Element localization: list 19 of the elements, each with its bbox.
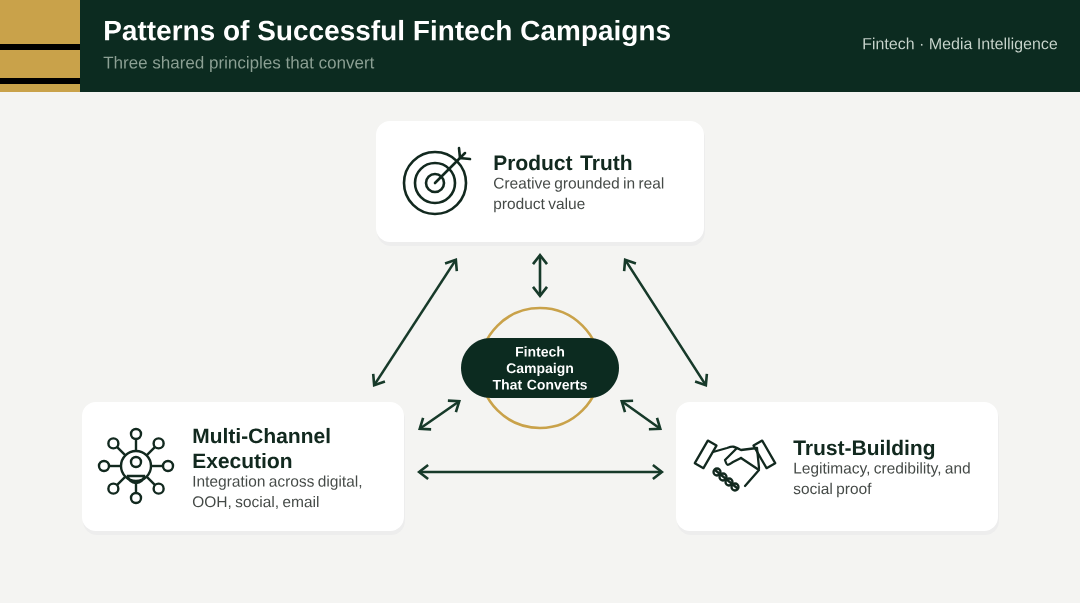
card-text: Integration across digital, OOH, social, email bbox=[192, 475, 362, 510]
card bbox=[376, 121, 705, 246]
card bbox=[676, 402, 999, 535]
arrow bbox=[418, 399, 461, 431]
card-text: Legitimacy, credibility, and social proof bbox=[793, 462, 970, 498]
tag-line: Fintech · Media Intelligence bbox=[863, 37, 1058, 53]
card-text: Creative grounded in real product value bbox=[494, 177, 664, 213]
card-heading: Multi-Channel Execution bbox=[193, 427, 330, 469]
arrow bbox=[622, 258, 709, 387]
card bbox=[82, 402, 405, 535]
arrow bbox=[620, 399, 662, 431]
arrow bbox=[371, 258, 459, 387]
center-pill: Fintech Campaign That Converts bbox=[461, 306, 619, 430]
card-heading: Product Truth bbox=[494, 154, 632, 171]
arrow bbox=[417, 464, 664, 481]
card-heading: Trust-Building bbox=[793, 439, 935, 460]
title: Patterns of Successful Fintech Campaigns bbox=[105, 19, 670, 47]
subtitle: Three shared principles that convert bbox=[103, 56, 375, 72]
arrow bbox=[531, 253, 549, 298]
